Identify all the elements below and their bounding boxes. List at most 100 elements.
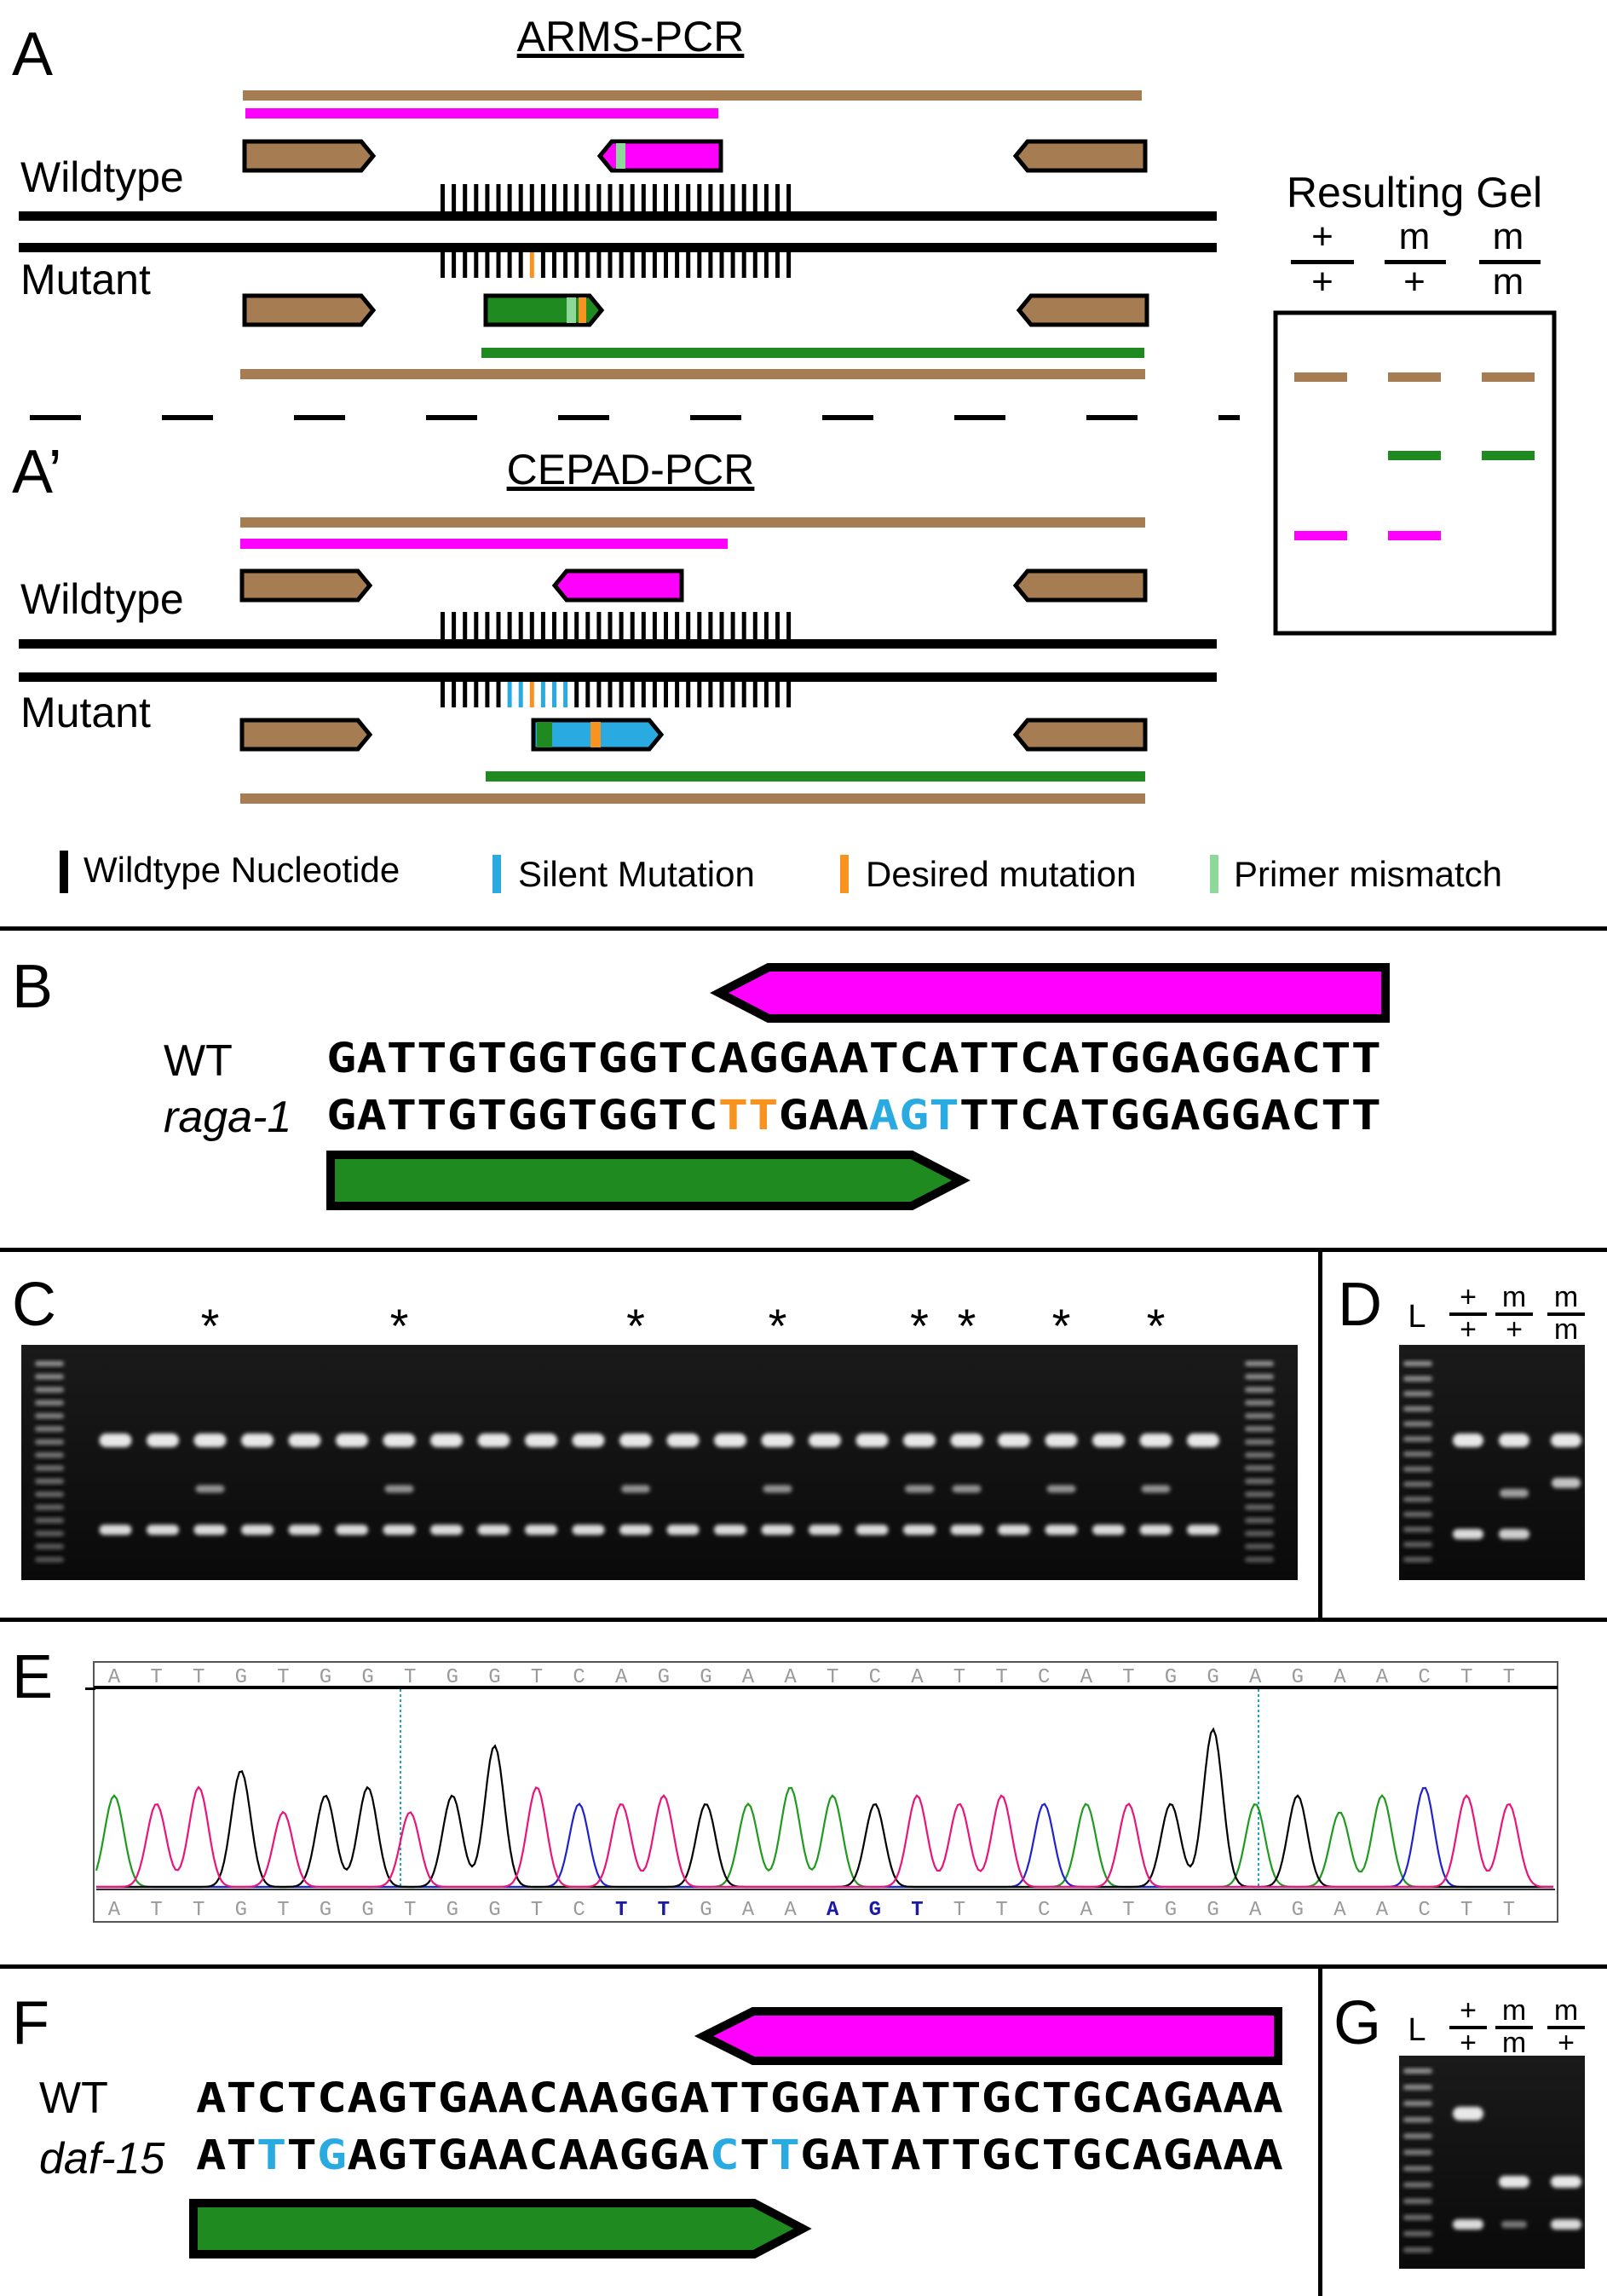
nucleotide-tick (452, 184, 457, 211)
primer-mismatch-mark-wt (616, 143, 625, 169)
dna-strand-wt-a (19, 211, 1217, 221)
nucleotide-tick (596, 252, 602, 278)
called-base: G (488, 1899, 500, 1922)
nucleotide-tick (775, 682, 780, 707)
called-base: T (658, 1899, 670, 1922)
panel-label-f: F (12, 1989, 49, 2057)
panel-label-a: A (12, 20, 53, 89)
gel-band (35, 1426, 64, 1432)
gel-band (761, 1434, 794, 1447)
divider-after-b (0, 1248, 1607, 1252)
gel-band (384, 1485, 414, 1493)
gel-band (35, 1557, 64, 1562)
gel-band (572, 1525, 605, 1535)
nucleotide-tick (697, 612, 702, 639)
nucleotide-tick (608, 682, 613, 707)
primer-green-segment (537, 722, 552, 747)
nucleotide-tick (652, 184, 657, 211)
product-mutant-specific-a-prime (486, 771, 1145, 782)
called-base: A (742, 1899, 755, 1922)
nucleotide-tick (763, 612, 769, 639)
gel-band (855, 1434, 889, 1447)
nucleotide-tick (630, 682, 635, 707)
gel-band (1453, 1529, 1483, 1539)
nucleotide-tick (496, 184, 501, 211)
gel-band (1403, 1361, 1432, 1366)
gel-band (1245, 1387, 1274, 1393)
product-mutant-specific-a (481, 348, 1144, 358)
nucleotide-tick (474, 682, 479, 707)
nucleotide-tick (775, 252, 780, 278)
label-wildtype-a: Wildtype (20, 153, 184, 201)
gel-band (35, 1518, 64, 1523)
sequence-segment: GAA (779, 1092, 869, 1139)
label-wt-b: WT (164, 1036, 233, 1086)
genotype-bottom: + (1460, 2027, 1477, 2059)
gel-band (525, 1434, 557, 1447)
nucleotide-tick (496, 252, 501, 278)
nucleotide-tick (786, 184, 792, 211)
nucleotide-tick (741, 252, 746, 278)
gel-band (905, 1485, 934, 1493)
gel-band (666, 1525, 700, 1535)
nucleotide-tick (496, 682, 501, 707)
gel-band (241, 1434, 274, 1447)
gel-band (195, 1485, 225, 1493)
gel-band (1500, 1489, 1529, 1497)
nucleotide-tick (463, 682, 468, 707)
gel-band (288, 1525, 321, 1535)
nucleotide-tick (540, 252, 545, 278)
called-base: A (1249, 1899, 1262, 1922)
reference-base: A (1333, 1666, 1346, 1689)
gel-band (1453, 2219, 1483, 2230)
nucleotide-tick (675, 252, 680, 278)
sequence-segment: AT (196, 2132, 256, 2179)
called-base: T (911, 1899, 923, 1922)
sequence-segment: TTCATGGAGGACTT (959, 1092, 1381, 1139)
gel-band (1245, 1439, 1274, 1445)
nucleotide-tick (741, 682, 746, 707)
gel-image-d (1399, 1345, 1585, 1580)
nucleotide-tick (619, 682, 624, 707)
gel-band (35, 1452, 64, 1458)
reference-base: T (995, 1666, 1007, 1689)
gel-band (1245, 1452, 1274, 1458)
product-outer-mut-a-prime (240, 793, 1145, 804)
nucleotide-tick (775, 612, 780, 639)
gel-band (288, 1434, 321, 1447)
dna-strand-wt-a-prime (19, 639, 1217, 649)
gel-band (193, 1525, 227, 1535)
nucleotide-tick (664, 252, 668, 278)
wt-primer-arrow-b (710, 963, 1390, 1023)
divider-after-cd (0, 1618, 1607, 1622)
gel-band (1245, 1465, 1274, 1471)
gel-band (35, 1361, 64, 1366)
asterisk-marker: * (1147, 1299, 1166, 1353)
gel-lanes-d (1403, 1361, 1581, 1562)
called-base: T (615, 1899, 627, 1922)
panel-label-g: G (1333, 1989, 1381, 2057)
nucleotide-tick (697, 682, 702, 707)
product-outer-wt-a-prime (240, 517, 1145, 528)
gel-band (241, 1525, 274, 1535)
nucleotide-tick (786, 252, 792, 278)
gel-band (903, 1525, 936, 1535)
mutant-primer-arrow-b (326, 1151, 971, 1210)
nucleotide-tick (686, 682, 691, 707)
gel-band (1453, 2107, 1483, 2120)
nucleotide-tick (441, 184, 445, 211)
product-outer-wt-a (243, 90, 1142, 101)
gel-band (430, 1434, 463, 1447)
dna-strand-mut-a (19, 243, 1217, 252)
nucleotide-tick (686, 252, 691, 278)
called-base: T (1122, 1899, 1134, 1922)
nucleotide-tick (752, 612, 757, 639)
nucleotide-tick (730, 682, 735, 707)
reference-base: A (1249, 1666, 1262, 1689)
reference-base: C (1038, 1666, 1050, 1689)
gel-band (35, 1413, 64, 1419)
primer-mismatch-mark-mut (567, 297, 576, 323)
chromatogram-top-rule (94, 1686, 1558, 1689)
gel-band (1403, 2182, 1432, 2188)
gel-band-mutant (1388, 451, 1441, 460)
